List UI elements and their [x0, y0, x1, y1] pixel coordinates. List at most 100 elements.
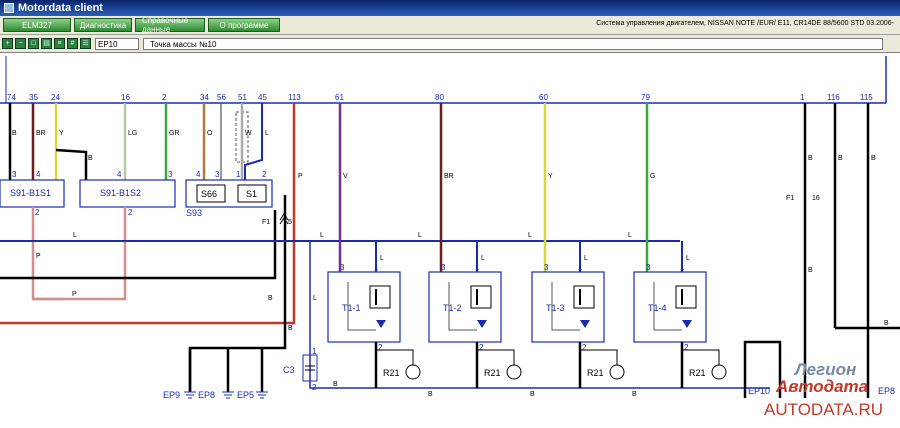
resistor-label: R21 [587, 368, 604, 378]
wire-label: Y [59, 130, 64, 137]
pin-label: 1 [800, 93, 805, 102]
ground-label: EP9 [163, 390, 180, 400]
resistor-label: R21 [484, 368, 501, 378]
wire-label: L [265, 130, 269, 137]
window-title: Motordata client [18, 2, 103, 14]
sensor-s93: S66 S1 S93 4 3 1 2 [185, 170, 273, 218]
wire-label: P [36, 253, 41, 260]
wire-label: L [313, 295, 317, 302]
wire-label: B [288, 325, 293, 332]
wire-label: Y [548, 173, 553, 180]
pin-label: 45 [258, 93, 267, 102]
ground-label: EP8 [198, 390, 215, 400]
resistor-label: R21 [689, 368, 706, 378]
pin-label: 1 [236, 170, 241, 179]
pin-label: 4 [36, 170, 41, 179]
pin-label: 3 [544, 263, 549, 272]
component-label: S91-B1S1 [10, 188, 51, 198]
toolbar: + − □ ▤ ≡ # ☰ EP10 Точка массы №10 [0, 35, 900, 53]
wire-label: B [808, 267, 813, 274]
ignition-coil-t1-4: T1-4 3 1 2 [633, 263, 707, 352]
pin-label: 2 [128, 208, 133, 217]
pin-label: 1 [374, 263, 379, 272]
fuse-value: 16 [812, 195, 820, 202]
zoom-out-icon[interactable]: − [15, 38, 26, 49]
menu-diagnostics-button[interactable]: Диагностика [74, 18, 132, 32]
component-label: T1-4 [648, 303, 667, 313]
wire-label: B [530, 391, 535, 398]
watermark-text: Автодата [775, 377, 868, 396]
capacitor-c3: C3 1 2 [283, 347, 318, 392]
wire-label: L [73, 232, 77, 239]
wire-label: V [343, 173, 348, 180]
point-code-field[interactable]: EP10 [95, 37, 139, 50]
ground-label: EP8 [878, 386, 895, 396]
wire-label: L [528, 232, 532, 239]
pin-label: 2 [35, 208, 40, 217]
grid-icon[interactable]: # [67, 38, 78, 49]
component-label: T1-2 [443, 303, 462, 313]
pin-label: 1 [578, 263, 583, 272]
pin-label: 3 [646, 263, 651, 272]
print-icon[interactable]: ▤ [41, 38, 52, 49]
legend-icon[interactable]: ≡ [54, 38, 65, 49]
menu-reference-button[interactable]: Справочные данные [135, 16, 205, 34]
wire-label: P [298, 173, 303, 180]
pin-label: 1 [475, 263, 480, 272]
point-description-field[interactable]: Точка массы №10 [143, 37, 883, 50]
pin-label: 2 [162, 93, 167, 102]
pin-label: 1 [312, 347, 317, 356]
pin-label: 56 [217, 93, 226, 102]
component-label: T1-3 [546, 303, 565, 313]
wire-label: O [207, 130, 213, 137]
pin-label: 2 [684, 343, 689, 352]
pin-label: 2 [378, 343, 383, 352]
wire-label: B [268, 295, 273, 302]
pin-label: 4 [196, 170, 201, 179]
wire-label: L [380, 255, 384, 262]
pin-label: 4 [117, 170, 122, 179]
fuse-label: F1 [786, 195, 794, 202]
wire-label: L [628, 232, 632, 239]
component-label: S93 [186, 208, 202, 218]
watermark-text: Легион [793, 360, 856, 379]
watermark-logo: Легион Автодата AUTODATA.RU [764, 360, 883, 419]
wire-label: B [333, 381, 338, 388]
pin-label: 2 [479, 343, 484, 352]
component-label: T1-1 [342, 303, 361, 313]
app-icon [4, 3, 14, 13]
zoom-fit-icon[interactable]: □ [28, 38, 39, 49]
pin-label: 3 [168, 170, 173, 179]
pin-label: 3 [12, 170, 17, 179]
zoom-in-icon[interactable]: + [2, 38, 13, 49]
fuse-label: F1 [262, 219, 270, 226]
resistor-label: R21 [383, 368, 400, 378]
wire-label: L [584, 255, 588, 262]
menu-about-button[interactable]: О программе [208, 18, 280, 32]
component-label: S1 [246, 189, 257, 199]
component-label: S91-B1S2 [100, 188, 141, 198]
wire-label: B [88, 155, 93, 162]
menu-elm327-button[interactable]: ELM327 [3, 18, 71, 32]
wire-label: B [838, 155, 843, 162]
pin-label: 115 [860, 93, 873, 102]
coil-grounds: R21 R21 R21 R21 [374, 342, 727, 388]
pin-label: 34 [200, 93, 209, 102]
wire-label: B [808, 155, 813, 162]
wire-label: L [686, 255, 690, 262]
top-pin-labels: 74 35 24 16 2 34 56 51 45 113 61 80 60 7… [7, 93, 873, 102]
wiring-diagram: 74 35 24 16 2 34 56 51 45 113 61 80 60 7… [0, 56, 900, 419]
pin-label: 2 [582, 343, 587, 352]
ground-label: EP5 [237, 390, 254, 400]
pin-label: 1 [680, 263, 685, 272]
pin-label: 2 [312, 383, 317, 392]
pin-label: 2 [262, 170, 267, 179]
pin-label: 61 [335, 93, 344, 102]
pin-label: 74 [7, 93, 16, 102]
list-icon[interactable]: ☰ [80, 38, 91, 49]
pin-label: 3 [340, 263, 345, 272]
ground-symbols: EP9 EP8 EP5 EP10 EP8 [163, 386, 895, 400]
vehicle-info: Система управления двигателем, NISSAN NO… [596, 20, 894, 27]
wire-label: L [418, 232, 422, 239]
pin-label: 24 [51, 93, 60, 102]
